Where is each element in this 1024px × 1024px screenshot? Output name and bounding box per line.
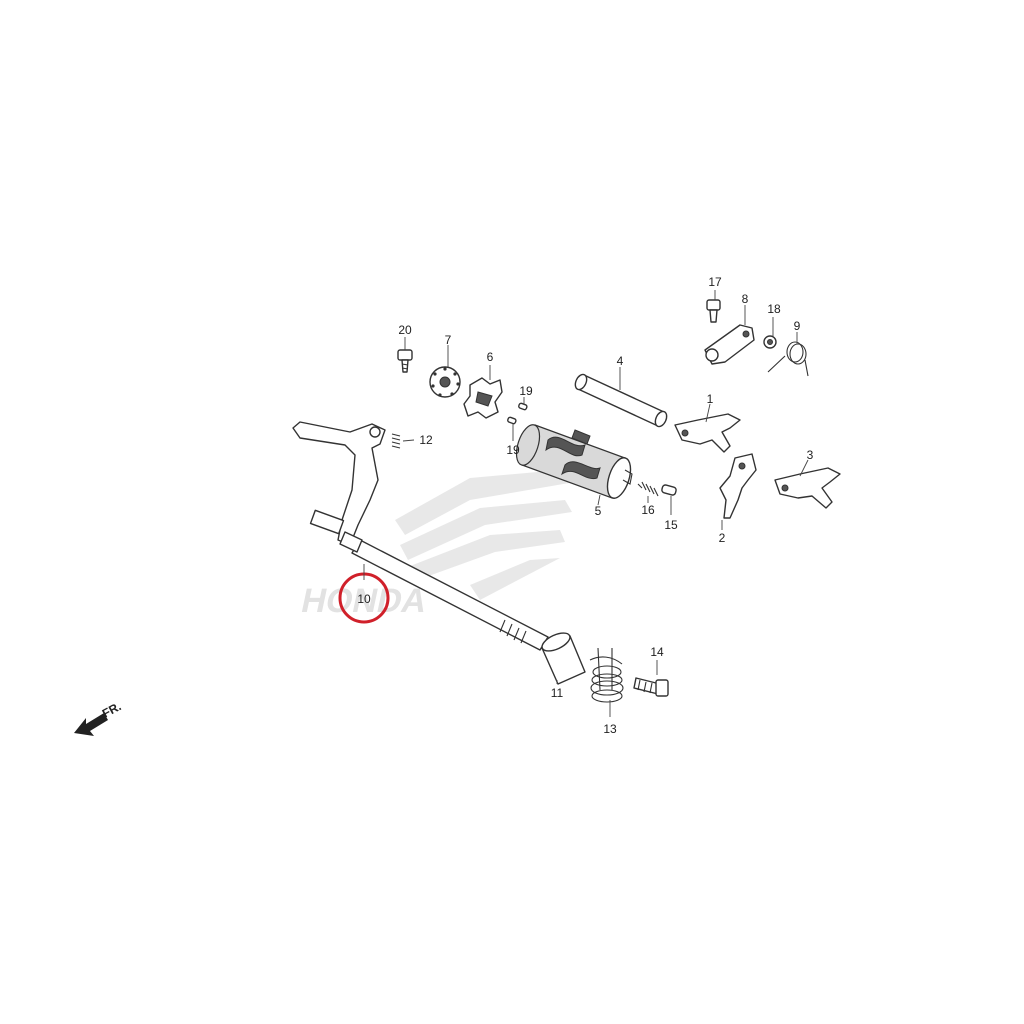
- part-15-pin: [661, 484, 677, 496]
- part-7-drum-plate: [429, 366, 461, 398]
- label-part-12: 12: [419, 433, 433, 447]
- label-part-5: 5: [595, 504, 602, 518]
- part-20-bolt: [397, 349, 413, 373]
- part-17-bolt: [706, 299, 721, 323]
- watermark-text: HONDA: [298, 582, 431, 620]
- label-part-19-lower: 19: [506, 443, 520, 457]
- honda-watermark: HONDA: [298, 470, 575, 620]
- label-part-7: 7: [445, 333, 452, 347]
- arrow-icon: [74, 713, 108, 736]
- label-part-16: 16: [641, 503, 655, 517]
- part-18-washer: [763, 335, 777, 349]
- label-part-11: 11: [551, 686, 564, 700]
- label-part-3: 3: [807, 448, 814, 462]
- part-5-shift-drum: [515, 424, 633, 499]
- wing-logo: [395, 470, 575, 600]
- part-8-stopper-arm: [704, 324, 755, 365]
- part-13-return-spring: [589, 647, 624, 703]
- label-part-4: 4: [617, 354, 624, 368]
- label-part-8: 8: [742, 292, 749, 306]
- part-4-fork-shaft: [574, 373, 668, 428]
- part-6-drum-center: [463, 377, 503, 419]
- part-10-shift-spindle: [292, 421, 549, 651]
- label-part-9: 9: [794, 319, 801, 333]
- front-direction-arrow: FR.: [74, 699, 123, 736]
- part-14-bolt: [633, 677, 669, 697]
- part-19-pins: [507, 402, 528, 425]
- part-16-spring: [637, 481, 659, 497]
- label-part-19-upper: 19: [519, 384, 533, 398]
- label-part-2: 2: [719, 531, 726, 545]
- part-9-stopper-spring: [767, 341, 809, 377]
- label-part-1: 1: [707, 392, 714, 406]
- part-2-shift-fork: [719, 453, 757, 519]
- leader-lines: [363, 290, 809, 717]
- label-part-14: 14: [650, 645, 664, 659]
- label-part-10: 10: [357, 592, 371, 606]
- part-12-spring: [391, 433, 401, 449]
- label-part-6: 6: [487, 350, 494, 364]
- label-part-15: 15: [664, 518, 678, 532]
- part-1-shift-fork: [674, 413, 741, 453]
- part-11-collar: [541, 632, 586, 685]
- label-part-17: 17: [708, 275, 722, 289]
- label-part-18: 18: [767, 302, 781, 316]
- label-part-13: 13: [603, 722, 617, 736]
- part-3-shift-fork: [774, 467, 841, 509]
- label-part-20: 20: [398, 323, 412, 337]
- part-labels: 1 2 3 4 5 6 7 8 9 10 11 12 13 14 15 16 1…: [357, 275, 813, 736]
